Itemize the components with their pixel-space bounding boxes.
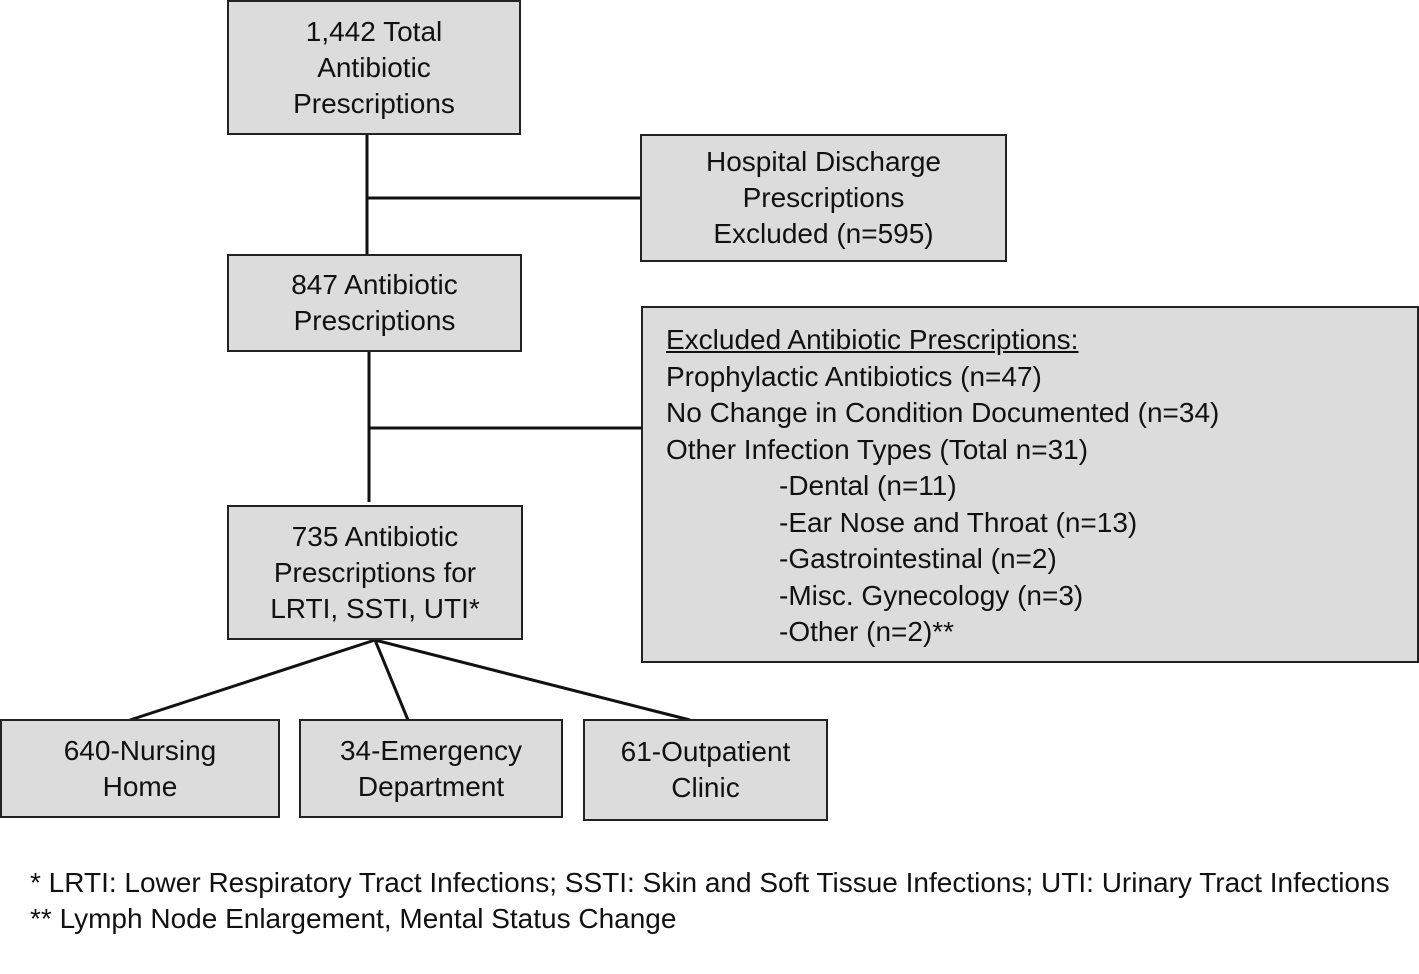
emergency-line-2: Department <box>357 770 505 802</box>
nursing-home-box: 640-Nursing Home <box>0 719 280 818</box>
other-infection-type: -Misc. Gynecology (n=3) <box>779 579 1084 611</box>
hospital-line-2: Prescriptions <box>742 182 905 213</box>
final-prescriptions-box: 735 Antibiotic Prescriptions for LRTI, S… <box>227 505 523 640</box>
after-hospital-line-2: Prescriptions <box>293 305 456 336</box>
outpatient-line-1: 61-Outpatient <box>620 736 791 767</box>
excluded-prescriptions-box: Excluded Antibiotic Prescriptions: Proph… <box>641 306 1419 663</box>
exclusion-reason: No Change in Condition Documented (n=34) <box>666 397 1220 428</box>
exclusion-reason: Prophylactic Antibiotics (n=47) <box>666 360 1042 392</box>
exclusion-reason: Other Infection Types (Total n=31) <box>666 433 1089 465</box>
connector-735-to-outpatient <box>374 638 691 722</box>
other-infection-type: -Gastrointestinal (n=2) <box>779 543 1057 574</box>
emergency-line-1: 34-Emergency <box>339 734 523 766</box>
emergency-department-box: 34-Emergency Department <box>299 719 563 818</box>
other-infection-type: -Other (n=2)** <box>779 616 955 647</box>
hospital-line-1: Hospital Discharge <box>706 146 941 177</box>
other-infection-type: -Ear Nose and Throat (n=13) <box>779 506 1138 538</box>
after-hospital-line-1: 847 Antibiotic <box>291 269 458 300</box>
footnote-abbreviations: * LRTI: Lower Respiratory Tract Infectio… <box>30 867 1390 898</box>
footnotes: * LRTI: Lower Respiratory Tract Infectio… <box>30 865 1390 937</box>
total-line-3: Prescriptions <box>293 87 455 119</box>
total-prescriptions-box: 1,442 Total Antibiotic Prescriptions <box>227 0 521 135</box>
total-line-2: Antibiotic <box>317 51 431 83</box>
connector-735-to-nursing-home <box>129 638 376 722</box>
after-hospital-prescriptions-box: 847 Antibiotic Prescriptions <box>227 254 522 352</box>
hospital-line-3: Excluded (n=595) <box>713 218 934 249</box>
total-line-1: 1,442 Total <box>305 15 443 47</box>
final-line-2: Prescriptions for <box>273 556 477 588</box>
final-line-1: 735 Antibiotic <box>291 520 459 552</box>
outpatient-line-2: Clinic <box>671 772 740 803</box>
outpatient-clinic-box: 61-Outpatient Clinic <box>583 719 828 821</box>
final-line-3: LRTI, SSTI, UTI* <box>270 592 480 624</box>
excluded-heading: Excluded Antibiotic Prescriptions: <box>666 324 1079 355</box>
footnote-other-types: ** Lymph Node Enlargement, Mental Status… <box>30 903 677 934</box>
hospital-discharge-excluded-box: Hospital Discharge Prescriptions Exclude… <box>640 134 1007 262</box>
nursing-home-line-2: Home <box>102 770 178 802</box>
other-infection-type: -Dental (n=11) <box>779 470 957 501</box>
connector-735-to-emergency <box>373 639 410 721</box>
nursing-home-line-1: 640-Nursing <box>63 734 217 766</box>
